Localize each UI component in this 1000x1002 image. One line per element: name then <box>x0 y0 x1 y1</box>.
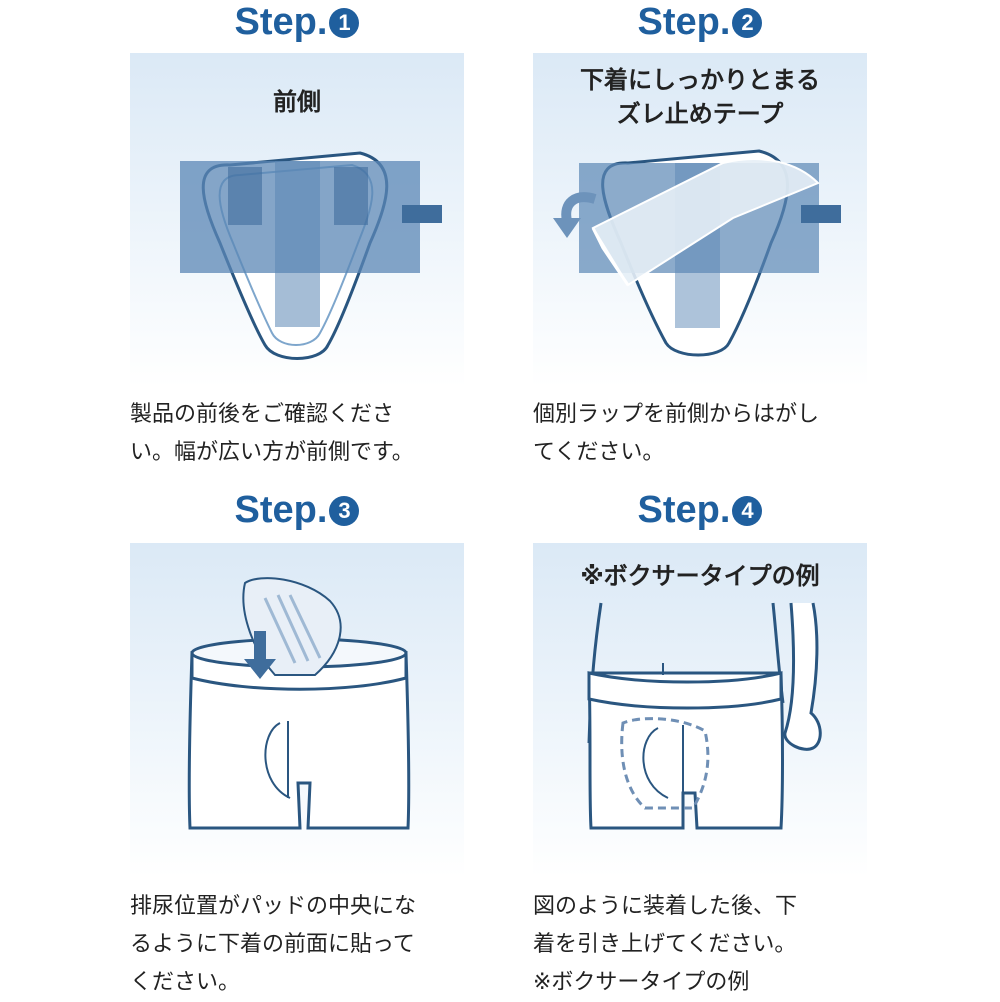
peel-arrow <box>561 192 597 223</box>
front-fly <box>264 722 291 799</box>
arm <box>783 602 822 751</box>
step-1-number-badge: 1 <box>329 8 360 38</box>
step-2-caption: 個別ラップを前側からはがし てください。 <box>533 396 878 472</box>
attach-pad-diagram <box>187 577 411 830</box>
tape-left-square <box>228 167 262 225</box>
step-4-caption-line-3: ※ボクサータイプの例 <box>533 970 750 995</box>
step-1-caption-line-2: い。幅が広い方が前側です。 <box>130 440 414 465</box>
front-side-label: 前側 <box>273 88 321 116</box>
step-1-title: Step.1 <box>130 0 464 44</box>
front-fly <box>642 727 669 799</box>
step-2-title: Step.2 <box>533 0 867 44</box>
step-4-illustration: ※ボクサータイプの例 <box>533 543 867 877</box>
step-2-caption-line-1: 個別ラップを前側からはがし <box>533 402 820 427</box>
peeling-wrap-edge <box>591 227 630 286</box>
step-3-caption-line-1: 排尿位置がパッドの中央にな <box>130 894 417 919</box>
pad-position-dashed <box>620 717 710 810</box>
step-2-caption-line-2: てください。 <box>533 440 665 465</box>
step-4-caption-line-2: 着を引き上げてください。 <box>533 932 797 957</box>
anti-slip-tape-label-line-1: 下着にしっかりとまる <box>580 66 820 94</box>
step-4-title-text: Step. <box>637 489 731 531</box>
step-3-title-text: Step. <box>234 489 328 531</box>
peel-wrap-diagram <box>553 149 841 357</box>
pad-lines <box>263 594 322 664</box>
step-4-number-badge: 4 <box>732 496 763 526</box>
wearing-diagram <box>587 602 822 830</box>
tape-strip-vertical <box>275 161 320 327</box>
step-3-caption-line-2: るように下着の前面に貼って <box>130 932 415 957</box>
boxer-type-example-label: ※ボクサータイプの例 <box>580 562 820 590</box>
peel-arrow-head <box>553 218 581 238</box>
step-3-number-badge: 3 <box>329 496 360 526</box>
step-4-caption: 図のように装着した後、下 着を引き上げてください。 ※ボクサータイプの例 <box>533 888 878 1002</box>
tape-tab <box>402 205 442 223</box>
step-3-caption: 排尿位置がパッドの中央にな るように下着の前面に貼って ください。 <box>130 888 475 1002</box>
step-2-number-badge: 2 <box>732 8 763 38</box>
step-1-caption-line-1: 製品の前後をご確認くださ <box>130 402 395 427</box>
tape-right-square <box>334 167 368 225</box>
anti-slip-tape-label-line-2: ズレ止めテープ <box>616 100 784 128</box>
step-3-caption-line-3: ください。 <box>130 970 241 995</box>
boxer-briefs <box>587 671 784 830</box>
step-4-title: Step.4 <box>533 488 867 532</box>
down-arrow-head <box>244 659 276 679</box>
tape-tab <box>801 205 841 223</box>
step-1-illustration: 前側 <box>130 53 464 387</box>
step-2-title-text: Step. <box>637 1 731 43</box>
waistband <box>587 671 783 710</box>
pad-front-diagram <box>180 151 442 360</box>
step-4-caption-line-1: 図のように装着した後、下 <box>533 894 798 919</box>
step-3-title: Step.3 <box>130 488 464 532</box>
boxer-briefs <box>187 651 411 830</box>
step-3-illustration <box>130 543 464 877</box>
step-1-title-text: Step. <box>234 1 328 43</box>
step-1-caption: 製品の前後をご確認くださ い。幅が広い方が前側です。 <box>130 396 475 472</box>
peeling-wrap <box>591 158 820 287</box>
down-arrow-shaft <box>254 631 266 661</box>
step-2-illustration: 下着にしっかりとまる ズレ止めテープ <box>533 53 867 387</box>
